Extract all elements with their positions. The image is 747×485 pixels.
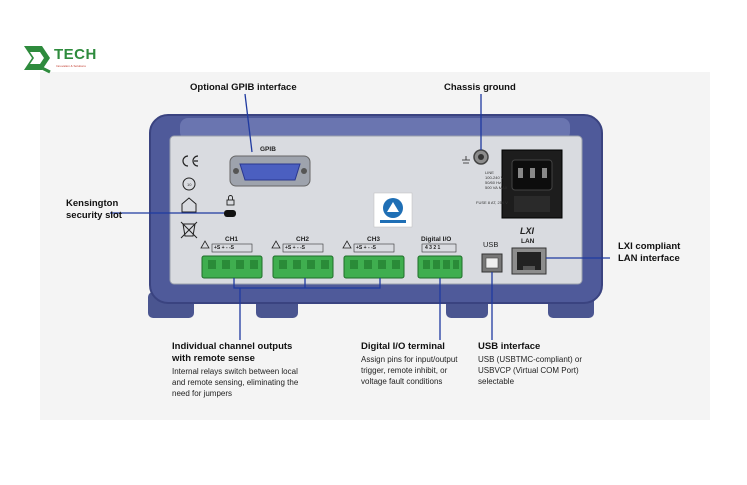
brand-tagline: Innovation & Solutions	[56, 64, 86, 68]
fuse-rating: FUSE 8 AT, 250 V	[476, 200, 508, 205]
chassis-ground-terminal	[473, 149, 489, 165]
power-inlet	[501, 149, 563, 219]
line-rating: LINE 100-240 V 50/60 Hz 500 VA MAX	[485, 170, 508, 190]
channels-leader-line	[233, 278, 381, 340]
channels-callout-title: Individual channel outputs with remote s…	[172, 341, 293, 364]
ch3-pin-legend	[353, 243, 395, 253]
bumper-top-highlight	[180, 118, 570, 140]
weee-bin-icon	[180, 221, 198, 239]
kensington-callout: Kensington security slot	[66, 198, 122, 221]
ce-mark-icon	[182, 155, 199, 167]
digital-callout-desc: Assign pins for input/output trigger, re…	[361, 355, 458, 386]
ch1-label: CH1	[225, 236, 239, 243]
channels-callout-desc: Internal relays switch between local and…	[172, 367, 299, 398]
usb-callout-desc: USB (USBTMC-compliant) or USBVCP (Virtua…	[478, 355, 583, 386]
ch1-pin-labels: +S + - -S	[214, 245, 235, 251]
certification-badge	[373, 192, 413, 228]
logo-mark-icon	[24, 46, 51, 74]
digital-pin-labels: 4 3 2 1	[425, 245, 441, 251]
cert-number: 10	[187, 182, 192, 187]
ch2-label: CH2	[296, 236, 310, 243]
ch2-pin-labels: +S + - -S	[285, 245, 306, 251]
ch3-pin-labels: +S + - -S	[356, 245, 377, 251]
ground-symbol-icon	[462, 156, 470, 164]
digital-io-label: Digital I/O	[421, 236, 452, 243]
warning-icon	[200, 240, 352, 249]
lxi-callout: LXI compliant LAN interface	[618, 241, 681, 264]
ch3-label: CH3	[367, 236, 381, 243]
ch3-terminal-block	[343, 255, 405, 279]
lan-panel-label: LAN	[521, 238, 535, 245]
digital-pin-legend	[421, 243, 457, 253]
brand-logo	[24, 46, 51, 74]
digital-io-terminal-block	[417, 255, 463, 279]
certification-mark-icon	[182, 177, 196, 191]
gpib-leader-line	[244, 93, 253, 153]
ch2-terminal-block	[272, 255, 334, 279]
usb-port	[481, 253, 503, 273]
ch1-pin-legend	[211, 243, 253, 253]
digital-callout-title: Digital I/O terminal	[361, 341, 445, 352]
gpib-connector	[229, 155, 311, 187]
gpib-panel-label: GPIB	[260, 146, 276, 153]
gpib-callout: Optional GPIB interface	[190, 82, 297, 93]
lxi-logo: LXI	[520, 226, 535, 236]
brand-name: TECH	[54, 46, 97, 63]
kensington-slot	[224, 210, 236, 217]
ch1-terminal-block	[201, 255, 263, 279]
indoor-use-icon	[181, 197, 197, 213]
ground-callout: Chassis ground	[444, 82, 516, 93]
lan-port	[511, 247, 547, 275]
ch2-pin-legend	[282, 243, 324, 253]
kensington-lock-icon	[226, 195, 235, 206]
usb-panel-label: USB	[483, 240, 499, 249]
usb-callout-title: USB interface	[478, 341, 541, 352]
